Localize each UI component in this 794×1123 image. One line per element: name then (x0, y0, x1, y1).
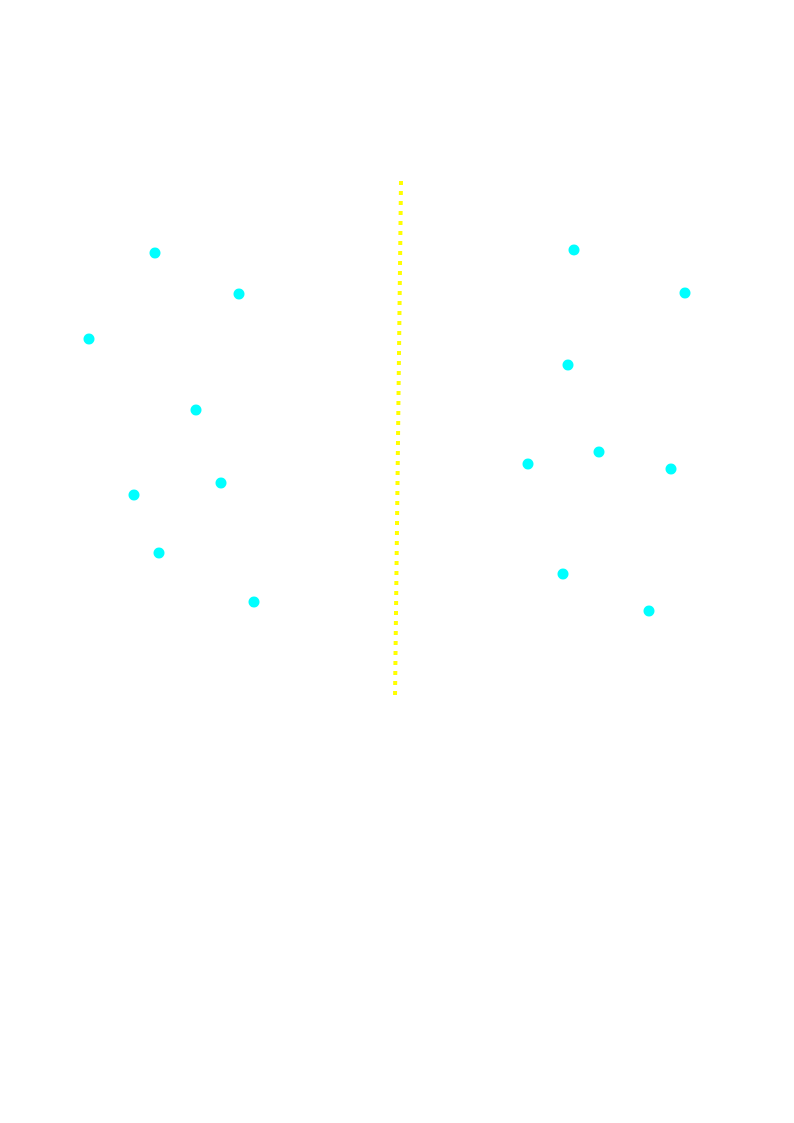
right-dot-3 (562, 359, 574, 371)
left-dot-5 (215, 477, 227, 489)
left-dot-1 (149, 247, 161, 259)
left-dot-4 (190, 404, 202, 416)
right-dot-1 (568, 244, 580, 256)
dotted-divider-line (393, 180, 403, 699)
right-dot-group (522, 244, 691, 617)
right-dot-2 (679, 287, 691, 299)
left-dot-2 (233, 288, 245, 300)
right-dot-5 (522, 458, 534, 470)
right-dot-4 (593, 446, 605, 458)
right-dot-7 (557, 568, 569, 580)
left-dot-3 (83, 333, 95, 345)
left-dot-group (83, 247, 260, 608)
right-dot-8 (643, 605, 655, 617)
left-dot-7 (153, 547, 165, 559)
left-dot-8 (248, 596, 260, 608)
left-dot-6 (128, 489, 140, 501)
right-dot-6 (665, 463, 677, 475)
